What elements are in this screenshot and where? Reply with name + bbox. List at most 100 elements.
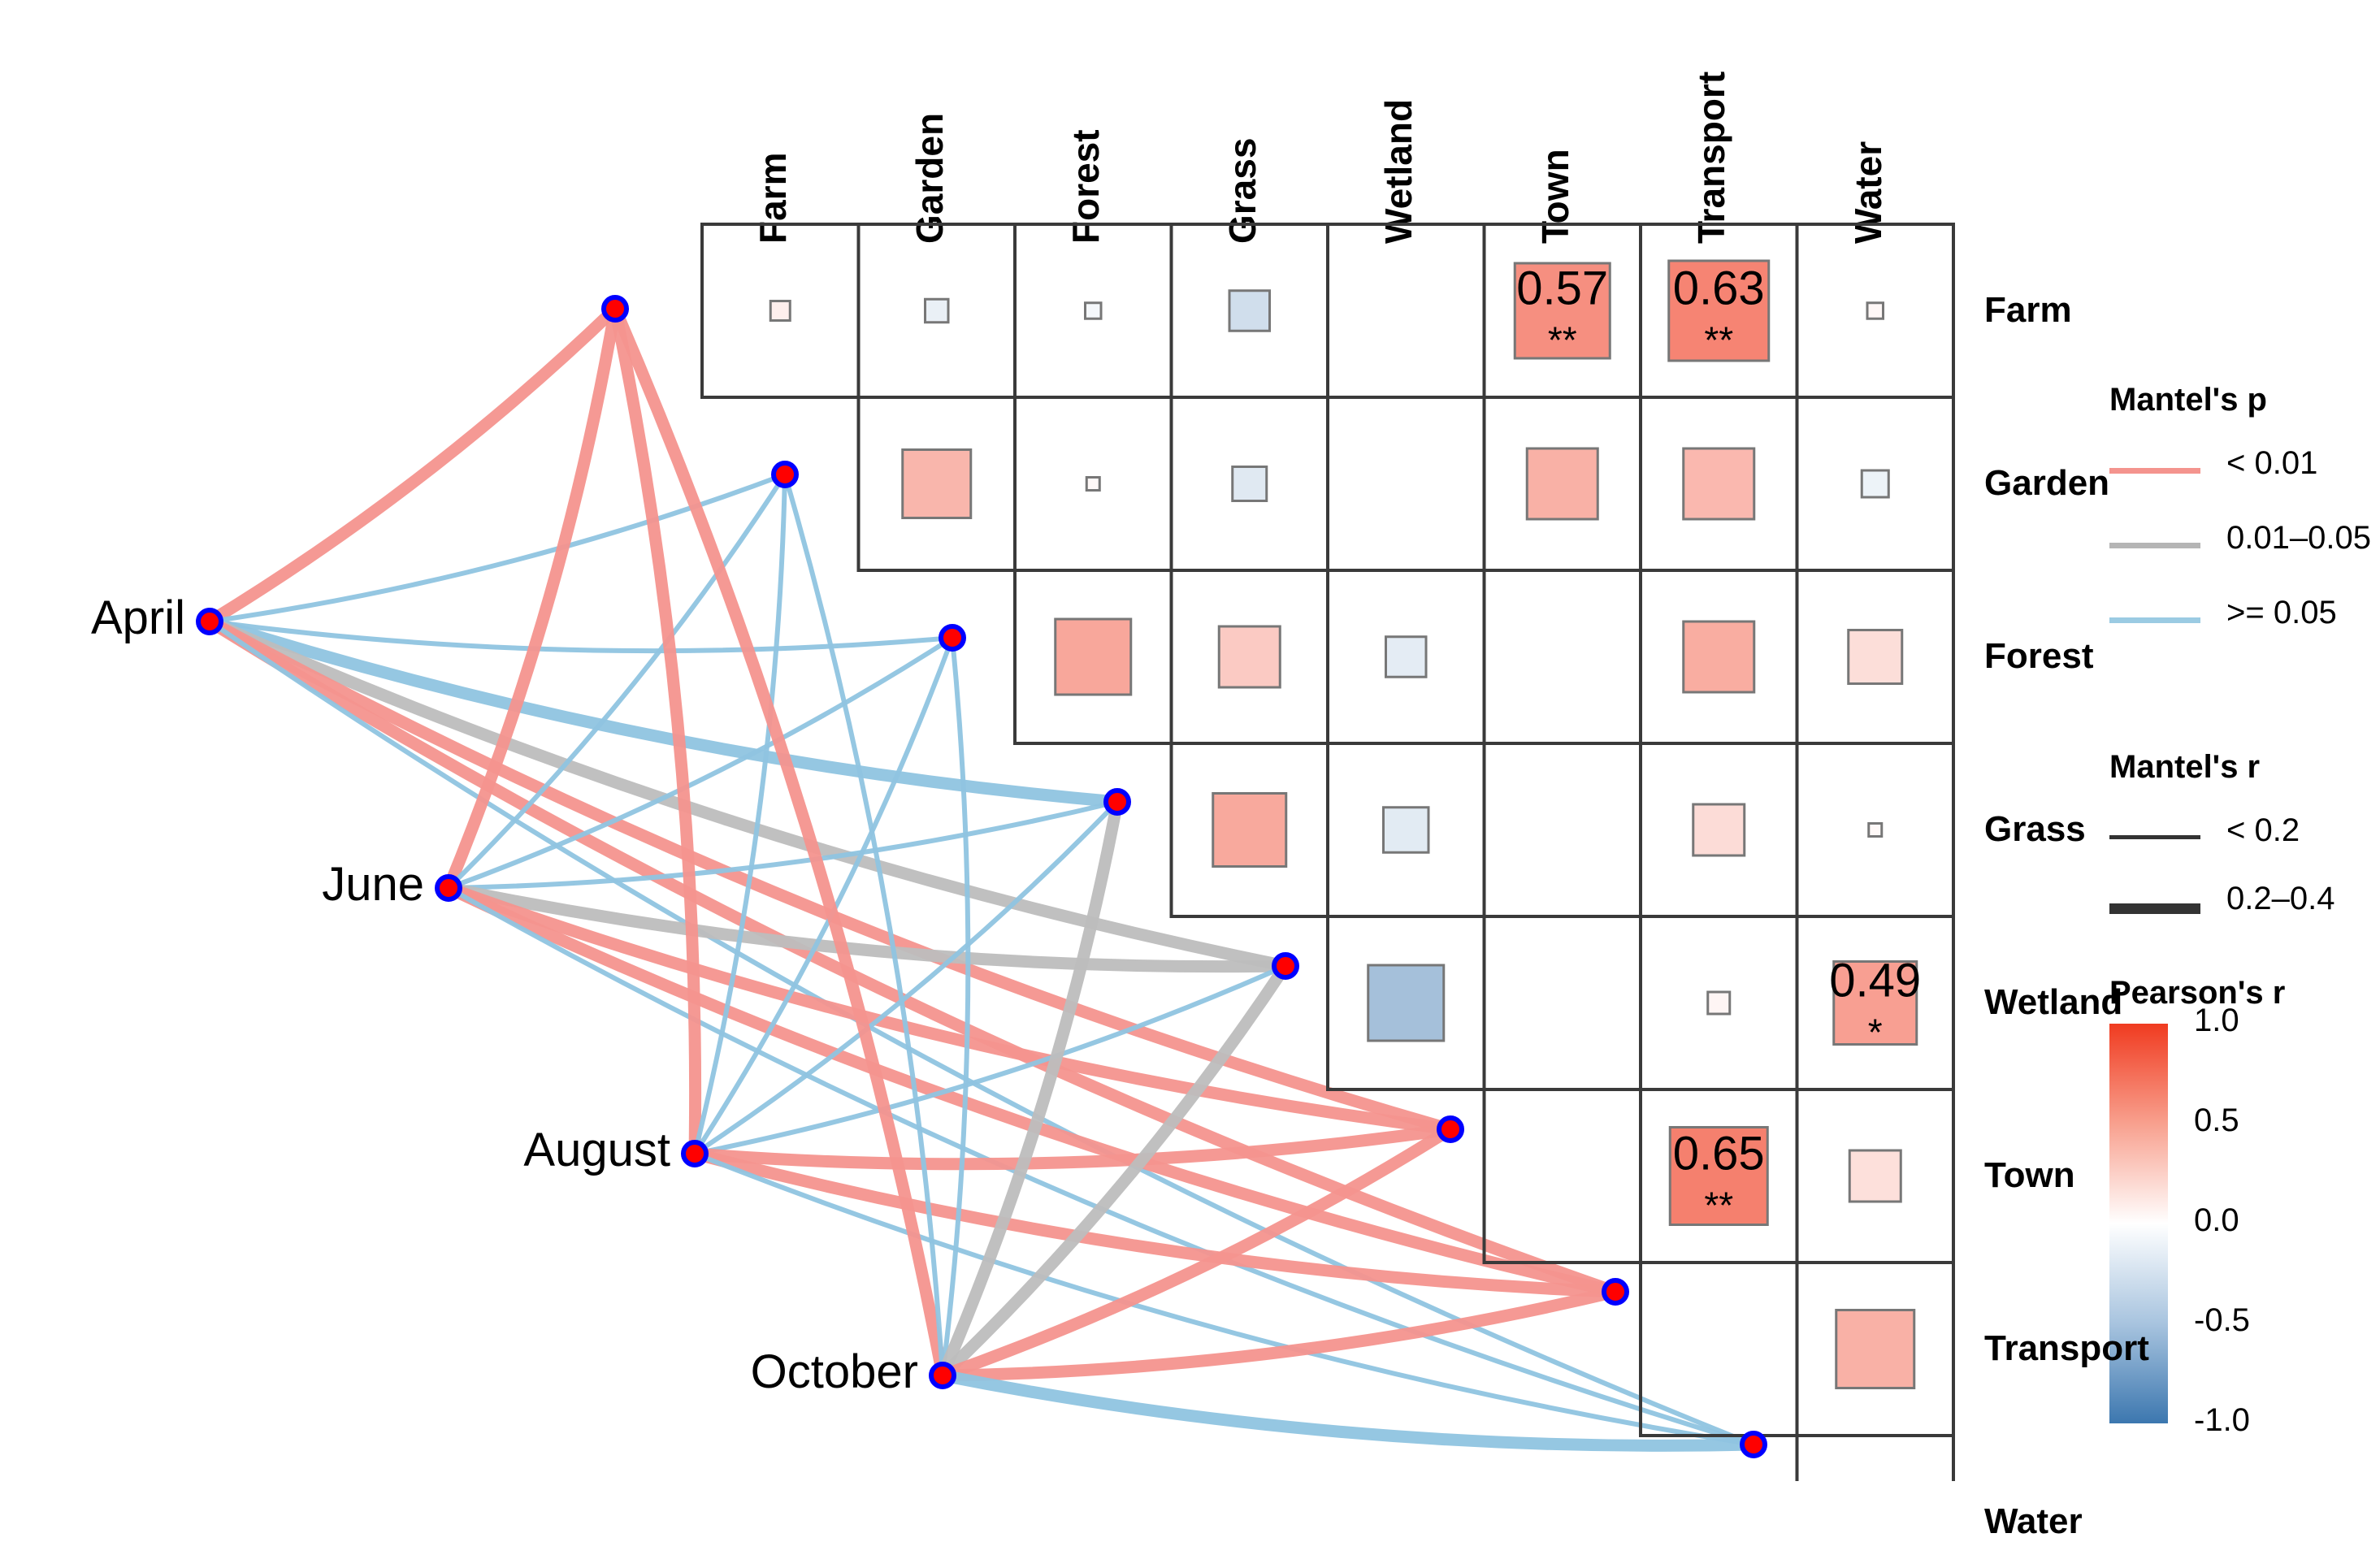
correlation-matrix-layer: 0.57**0.63**0.49*0.65** bbox=[700, 223, 1955, 1481]
network-edge[interactable] bbox=[203, 302, 622, 628]
matrix-cell[interactable] bbox=[1217, 625, 1281, 689]
network-edge[interactable] bbox=[442, 302, 622, 894]
network-node[interactable] bbox=[1740, 1431, 1767, 1458]
matrix-cell[interactable] bbox=[1385, 635, 1428, 678]
network-edge[interactable] bbox=[936, 1285, 1622, 1382]
network-edge[interactable] bbox=[203, 615, 1124, 808]
matrix-cell[interactable]: 0.57** bbox=[1513, 262, 1611, 362]
row-label-town: Town bbox=[1984, 1154, 2075, 1195]
matrix-cell[interactable] bbox=[1706, 990, 1732, 1016]
network-node[interactable] bbox=[435, 874, 462, 902]
matrix-cell[interactable] bbox=[924, 297, 950, 324]
network-node[interactable] bbox=[771, 461, 799, 488]
matrix-cell[interactable] bbox=[1228, 289, 1271, 332]
month-node-label: April bbox=[90, 591, 185, 644]
mantel-network-and-matrix: 0.57**0.63**0.49*0.65** bbox=[196, 223, 2168, 1481]
colorbar-tick-label: -1.0 bbox=[2194, 1402, 2250, 1438]
mantel-p-legend-swatch bbox=[2109, 468, 2200, 474]
matrix-cell[interactable] bbox=[1848, 1149, 1902, 1203]
colorbar-tick-label: 1.0 bbox=[2194, 1003, 2239, 1038]
network-edge[interactable] bbox=[442, 881, 1622, 1298]
matrix-cell[interactable] bbox=[1367, 964, 1446, 1042]
network-edge[interactable] bbox=[442, 881, 1457, 1136]
colorbar-tick-label: 0.0 bbox=[2194, 1202, 2239, 1238]
network-edge[interactable] bbox=[692, 635, 955, 1156]
network-edge[interactable] bbox=[446, 799, 1120, 890]
matrix-cell[interactable] bbox=[1682, 447, 1756, 521]
colorbar-tick-label: -0.5 bbox=[2194, 1302, 2250, 1338]
network-edge[interactable] bbox=[688, 1123, 1457, 1171]
matrix-cell-value: 0.57 bbox=[1516, 262, 1608, 315]
network-node[interactable] bbox=[939, 624, 966, 652]
network-edge[interactable] bbox=[936, 1123, 1457, 1382]
matrix-cell[interactable] bbox=[1212, 792, 1288, 868]
matrix-cell[interactable] bbox=[1847, 629, 1904, 685]
network-edge[interactable] bbox=[203, 615, 1622, 1298]
network-node[interactable] bbox=[1602, 1278, 1629, 1306]
network-edge[interactable] bbox=[207, 619, 955, 654]
network-edge[interactable] bbox=[692, 799, 1120, 1156]
network-edge[interactable] bbox=[692, 964, 1288, 1156]
network-edge[interactable] bbox=[692, 1151, 1756, 1447]
mantel-r-legend-swatch bbox=[2109, 903, 2200, 914]
network-edge[interactable] bbox=[203, 615, 1292, 972]
network-edge[interactable] bbox=[936, 795, 1124, 1382]
network-edge[interactable] bbox=[688, 1147, 1622, 1298]
network-edge[interactable] bbox=[609, 302, 702, 1160]
matrix-cell[interactable] bbox=[769, 300, 791, 322]
matrix-cell[interactable]: 0.63** bbox=[1667, 259, 1771, 362]
network-edge[interactable] bbox=[207, 472, 787, 624]
mantel-r-legend-label: 0.2–0.4 bbox=[2226, 881, 2335, 916]
matrix-cell[interactable] bbox=[1525, 447, 1599, 521]
matrix-cell[interactable] bbox=[1382, 806, 1430, 854]
network-node[interactable] bbox=[1437, 1115, 1464, 1143]
matrix-cell[interactable] bbox=[1860, 469, 1890, 499]
mantel-r-legend-label: < 0.2 bbox=[2226, 812, 2300, 848]
mantel-p-legend-label: >= 0.05 bbox=[2226, 595, 2337, 630]
matrix-cell[interactable]: 0.65** bbox=[1668, 1126, 1769, 1227]
network-edge[interactable] bbox=[940, 635, 971, 1378]
matrix-cell[interactable] bbox=[1682, 620, 1756, 694]
network-nodes-layer bbox=[196, 295, 1767, 1458]
network-node[interactable] bbox=[601, 295, 629, 323]
network-edge[interactable] bbox=[936, 959, 1292, 1382]
matrix-cell[interactable]: 0.49* bbox=[1829, 955, 1921, 1054]
network-edge[interactable] bbox=[446, 472, 787, 890]
network-edge[interactable] bbox=[203, 615, 1457, 1136]
matrix-cell[interactable] bbox=[1231, 466, 1268, 502]
network-edge[interactable] bbox=[446, 635, 955, 890]
row-label-water: Water bbox=[1984, 1501, 2083, 1541]
matrix-cell[interactable] bbox=[1085, 476, 1101, 492]
network-node[interactable] bbox=[929, 1362, 956, 1389]
network-edges-layer bbox=[203, 302, 1760, 1452]
row-label-transport: Transport bbox=[1984, 1328, 2149, 1368]
matrix-cell[interactable] bbox=[1867, 822, 1884, 838]
matrix-cell[interactable] bbox=[1692, 803, 1746, 857]
row-label-forest: Forest bbox=[1984, 635, 2094, 676]
matrix-cell[interactable] bbox=[1866, 301, 1884, 320]
network-edge[interactable] bbox=[609, 302, 949, 1382]
row-label-wetland: Wetland bbox=[1984, 981, 2123, 1022]
network-node[interactable] bbox=[681, 1140, 709, 1167]
matrix-cell[interactable] bbox=[1835, 1309, 1916, 1389]
network-node[interactable] bbox=[1103, 788, 1131, 816]
matrix-cell-significance: * bbox=[1868, 1011, 1883, 1054]
network-edge[interactable] bbox=[442, 881, 1292, 973]
network-edge[interactable] bbox=[692, 472, 787, 1156]
matrix-cell[interactable] bbox=[1054, 617, 1133, 696]
matrix-cell-significance: ** bbox=[1704, 1185, 1733, 1227]
matrix-row-box bbox=[856, 396, 1955, 572]
network-edge[interactable] bbox=[936, 1369, 1760, 1452]
network-edge[interactable] bbox=[446, 886, 1756, 1447]
mantel-r-legend-title: Mantel's r bbox=[2109, 749, 2261, 785]
matrix-cell-value: 0.49 bbox=[1829, 955, 1921, 1007]
month-node-label: October bbox=[750, 1345, 918, 1398]
network-node[interactable] bbox=[1272, 952, 1299, 980]
matrix-cell[interactable] bbox=[1084, 301, 1103, 320]
network-edge[interactable] bbox=[782, 472, 945, 1378]
network-node[interactable] bbox=[196, 608, 223, 635]
network-edge[interactable] bbox=[207, 619, 1756, 1447]
mantel-p-legend-swatch bbox=[2109, 617, 2200, 623]
matrix-cell[interactable] bbox=[901, 448, 973, 519]
